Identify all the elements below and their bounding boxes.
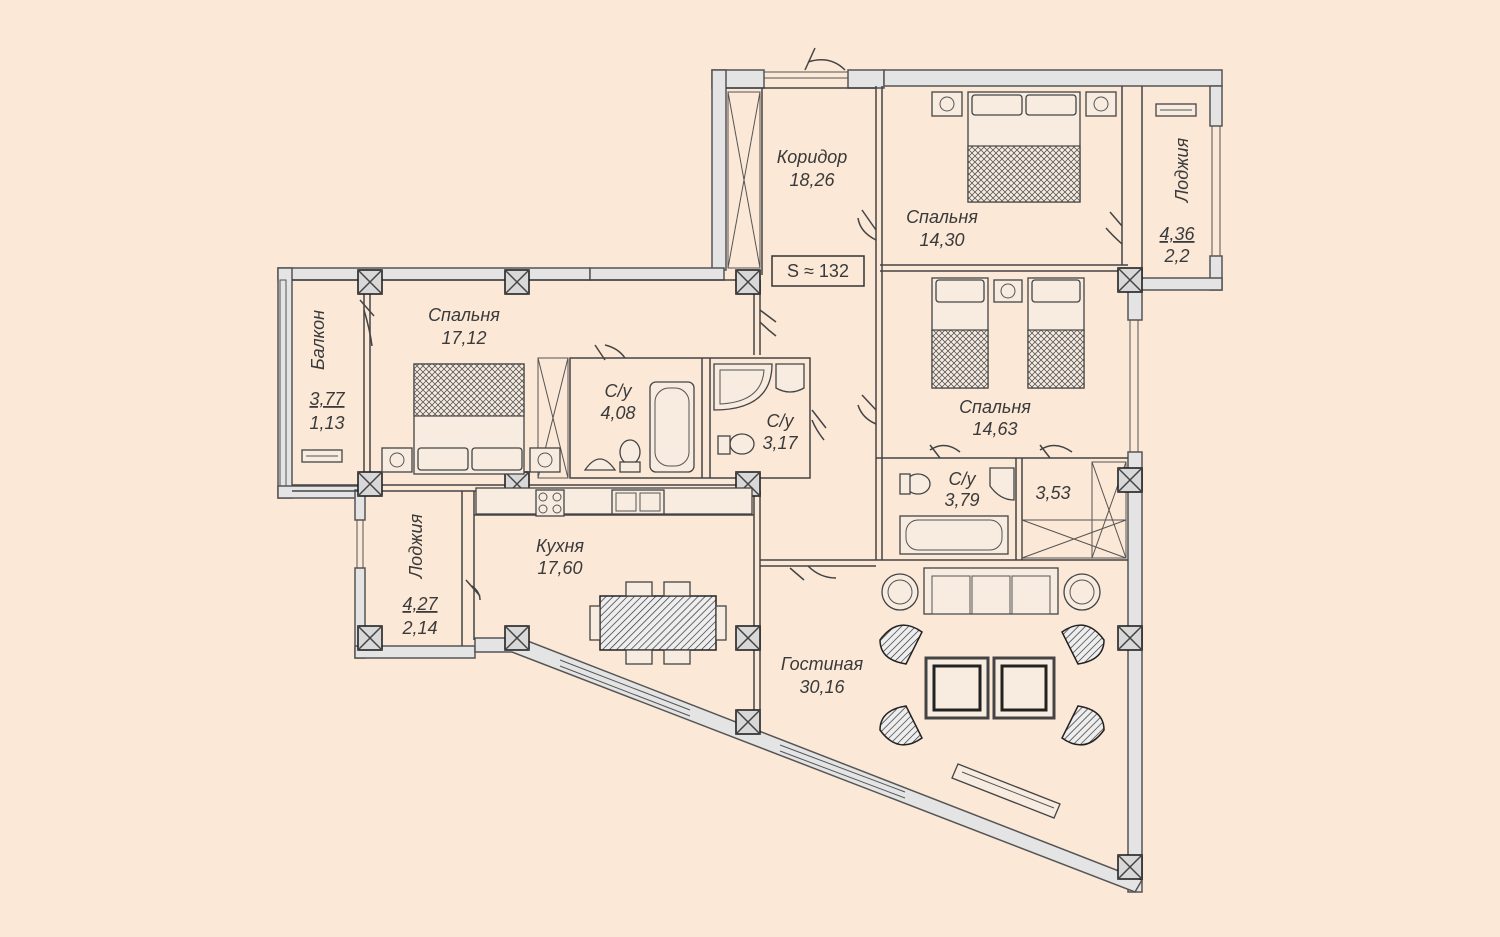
room-name-balcony: Балкон bbox=[308, 310, 328, 370]
room-area-bath-3: 3,79 bbox=[944, 490, 979, 510]
room-name-kitchen: Кухня bbox=[536, 536, 584, 556]
total-area-box bbox=[771, 255, 865, 287]
room-area-loggia-sw: 4,27 bbox=[402, 594, 438, 614]
room-area-bedroom-ne: 14,30 bbox=[919, 230, 964, 250]
room-sub-loggia-ne: 2,2 bbox=[1163, 246, 1189, 266]
windows bbox=[279, 71, 1221, 799]
room-name-living: Гостиная bbox=[781, 654, 864, 674]
room-area-kitchen: 17,60 bbox=[537, 558, 582, 578]
wardrobes bbox=[537, 91, 1127, 559]
furniture bbox=[301, 91, 1197, 819]
room-name-loggia-sw: Лоджия bbox=[406, 513, 426, 579]
columns bbox=[357, 267, 1143, 880]
room-area-storage: 3,53 bbox=[1035, 483, 1070, 503]
room-name-bedroom-e: Спальня bbox=[959, 397, 1031, 417]
room-labels: Коридор 18,26 Спальня 14,30 Лоджия 4,36 … bbox=[308, 137, 1195, 697]
room-name-loggia-ne: Лоджия bbox=[1172, 137, 1192, 203]
total-area-label: S ≈ 132 bbox=[787, 261, 849, 281]
room-area-corridor: 18,26 bbox=[789, 170, 835, 190]
room-name-bath-1: С/у bbox=[605, 381, 633, 401]
room-sub-balcony: 1,13 bbox=[309, 413, 344, 433]
room-name-bath-3: С/у bbox=[949, 469, 977, 489]
doors bbox=[359, 47, 1123, 601]
room-area-bath-2: 3,17 bbox=[762, 433, 798, 453]
room-name-bedroom-w: Спальня bbox=[428, 305, 500, 325]
room-name-corridor: Коридор bbox=[777, 147, 848, 167]
room-area-bedroom-e: 14,63 bbox=[972, 419, 1017, 439]
room-area-balcony: 3,77 bbox=[309, 389, 345, 409]
room-area-living: 30,16 bbox=[799, 677, 845, 697]
room-area-bath-1: 4,08 bbox=[600, 403, 635, 423]
room-sub-loggia-sw: 2,14 bbox=[401, 618, 437, 638]
room-name-bedroom-ne: Спальня bbox=[906, 207, 978, 227]
room-area-bedroom-w: 17,12 bbox=[441, 328, 486, 348]
room-area-loggia-ne: 4,36 bbox=[1159, 224, 1195, 244]
room-name-bath-2: С/у bbox=[767, 411, 795, 431]
